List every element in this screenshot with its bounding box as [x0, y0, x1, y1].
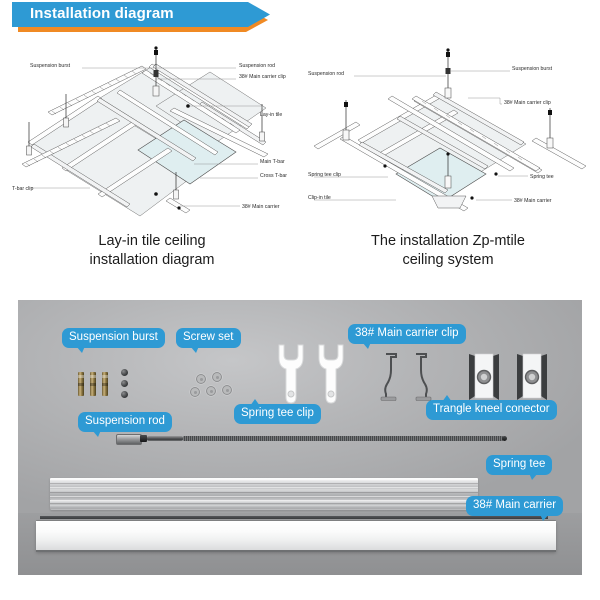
diagram-zp-mtile: Suspension rod Spring tee clip Clip-in t… [300, 46, 596, 231]
diagram-label: Suspension burst [512, 66, 553, 72]
caption-line: Lay-in tile ceiling [98, 233, 206, 249]
suspension-burst-anchor [78, 372, 84, 396]
suspension-burst-anchor [90, 372, 96, 396]
diagram-label: T-bar clip [12, 186, 33, 192]
header-banner: Installation diagram [0, 0, 290, 34]
suspension-burst-nut [121, 391, 128, 398]
diagram-label: Lay-in tile [260, 112, 282, 118]
callout-main-carrier: 38# Main carrier [466, 496, 564, 521]
caption-zp-mtile: The installation Zp-mtile ceiling system [300, 232, 596, 270]
screw-set-washer [212, 372, 222, 382]
diagram-label: 38# Main carrier clip [239, 74, 286, 80]
diagram-lay-in-tile: Suspension burst T-bar clip Suspension r… [4, 46, 300, 231]
diagram-label: Suspension rod [308, 71, 344, 77]
trangle-kneel-conector-part [466, 350, 502, 404]
components-photo-panel: Suspension burst Screw set 38# Main carr… [18, 300, 582, 575]
page-title: Installation diagram [30, 5, 174, 22]
diagram-label: 38# Main carrier [514, 198, 552, 204]
diagram-label: Main T-bar [260, 159, 285, 165]
callout-spring-tee-clip: Spring tee clip [234, 399, 321, 424]
callout-suspension-burst: Suspension burst [62, 328, 165, 353]
suspension-burst-nut [121, 380, 128, 387]
lay-in-tile-drawing: Suspension burst T-bar clip Suspension r… [12, 46, 287, 217]
diagram-label: Spring tee clip [308, 172, 341, 178]
diagram-label: Suspension burst [30, 63, 71, 69]
zp-mtile-drawing: Suspension rod Spring tee clip Clip-in t… [308, 48, 587, 212]
caption-line: The installation Zp-mtile [371, 233, 525, 249]
spring-tee-part [50, 478, 478, 500]
diagram-label: 38# Main carrier [242, 204, 280, 210]
callout-main-carrier-clip: 38# Main carrier clip [348, 324, 466, 349]
diagram-label: Suspension rod [239, 63, 275, 69]
screw-set-washer [222, 385, 232, 395]
screw-set-washer [190, 387, 200, 397]
spring-tee-clip-part [274, 342, 308, 414]
diagrams-section: Suspension burst T-bar clip Suspension r… [0, 46, 600, 291]
caption-line: installation diagram [89, 252, 215, 268]
main-carrier-clip-part [410, 352, 432, 404]
caption-lay-in-tile: Lay-in tile ceiling installation diagram [4, 232, 300, 270]
spring-tee-clip-part [314, 342, 348, 414]
screw-set-washer [196, 374, 206, 384]
diagram-label: Cross T-bar [260, 173, 287, 179]
callout-suspension-rod: Suspension rod [78, 412, 172, 437]
suspension-rod-part [116, 433, 516, 447]
callout-trangle-kneel-conector: Trangle kneel conector [426, 395, 557, 420]
suspension-burst-anchor [102, 372, 108, 396]
spring-tee-part-lower [50, 500, 478, 510]
callout-spring-tee: Spring tee [486, 455, 553, 480]
banner-blue-arrow [12, 2, 270, 27]
diagram-label: 38# Main carrier clip [504, 100, 551, 106]
suspension-burst-nut [121, 369, 128, 376]
callout-screw-set: Screw set [176, 328, 241, 353]
main-carrier-part [36, 520, 556, 551]
diagram-label: Spring tee [530, 174, 554, 180]
main-carrier-clip-part [380, 352, 402, 404]
caption-line: ceiling system [402, 252, 494, 268]
screw-set-washer [206, 386, 216, 396]
main-carrier-top-edge [40, 516, 548, 519]
diagram-label: Clip-in tile [308, 195, 331, 201]
trangle-kneel-conector-part [514, 350, 550, 404]
main-carrier-bottom-edge [36, 550, 556, 552]
